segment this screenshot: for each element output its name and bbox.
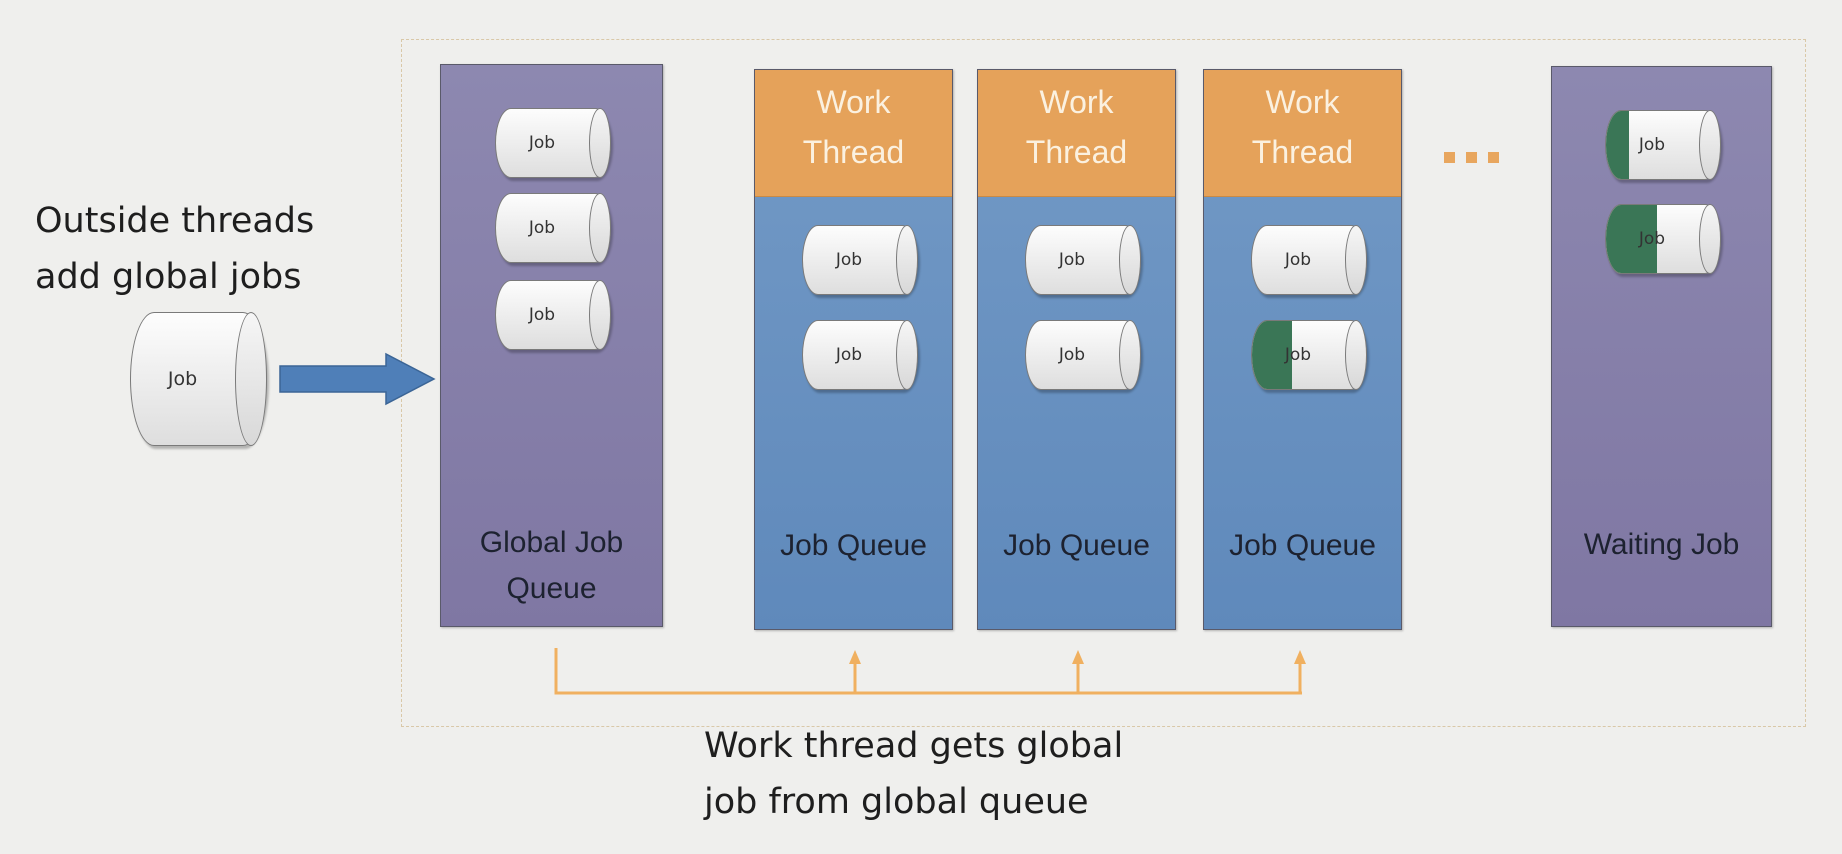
job-queue-label: Job Queue <box>1229 529 1376 562</box>
job-label: Job <box>1284 250 1312 270</box>
thread-job: Job <box>1251 320 1367 390</box>
caption-line: add global jobs <box>35 257 302 297</box>
waiting-job-queue: Job Job Waiting Job <box>1551 66 1772 627</box>
caption-line: Outside threads <box>35 201 315 241</box>
thread-job-queue: Job Job Job Queue <box>1204 197 1401 629</box>
job-label: Job <box>1638 229 1666 249</box>
fetch-caption: Work thread gets global job from global … <box>704 718 1123 830</box>
waiting-job: Job <box>1605 204 1721 274</box>
ellipsis-dot <box>1488 152 1499 163</box>
job-label: Job <box>1058 250 1086 270</box>
ellipsis-dot <box>1466 152 1477 163</box>
job-label: Job <box>528 305 556 325</box>
job-label: Job <box>835 250 863 270</box>
job-queue-label: Job Queue <box>780 529 927 562</box>
thread-job: Job <box>1025 320 1141 390</box>
job-label: Job <box>1284 345 1312 365</box>
job-label: Job <box>528 133 556 153</box>
job-label: Job <box>1058 345 1086 365</box>
thread-job: Job <box>1025 225 1141 295</box>
outside-job: Job <box>130 312 267 446</box>
job-label: Job <box>167 368 198 390</box>
job-queue-label: Job Queue <box>1003 529 1150 562</box>
ellipsis-dot <box>1444 152 1455 163</box>
global-job: Job <box>495 193 611 263</box>
caption-line: job from global queue <box>704 782 1089 822</box>
thread-job-queue: Job Job Job Queue <box>978 197 1175 629</box>
thread-job: Job <box>1251 225 1367 295</box>
thread-job: Job <box>802 225 918 295</box>
job-progress-fill <box>1606 111 1629 179</box>
job-label: Job <box>528 218 556 238</box>
waiting-job-label: Waiting Job <box>1583 528 1740 561</box>
global-job: Job <box>495 108 611 178</box>
job-label: Job <box>835 345 863 365</box>
waiting-job: Job <box>1605 110 1721 180</box>
global-job: Job <box>495 280 611 350</box>
thread-job-queue: Job Job Job Queue <box>755 197 952 629</box>
job-progress-fill <box>1252 321 1292 389</box>
job-progress-fill <box>1606 205 1658 273</box>
thread-job: Job <box>802 320 918 390</box>
job-label: Job <box>1638 135 1666 155</box>
caption-line: Work thread gets global <box>704 726 1124 766</box>
add-job-arrow-icon <box>279 352 436 406</box>
outside-threads-caption: Outside threads add global jobs <box>35 193 314 305</box>
